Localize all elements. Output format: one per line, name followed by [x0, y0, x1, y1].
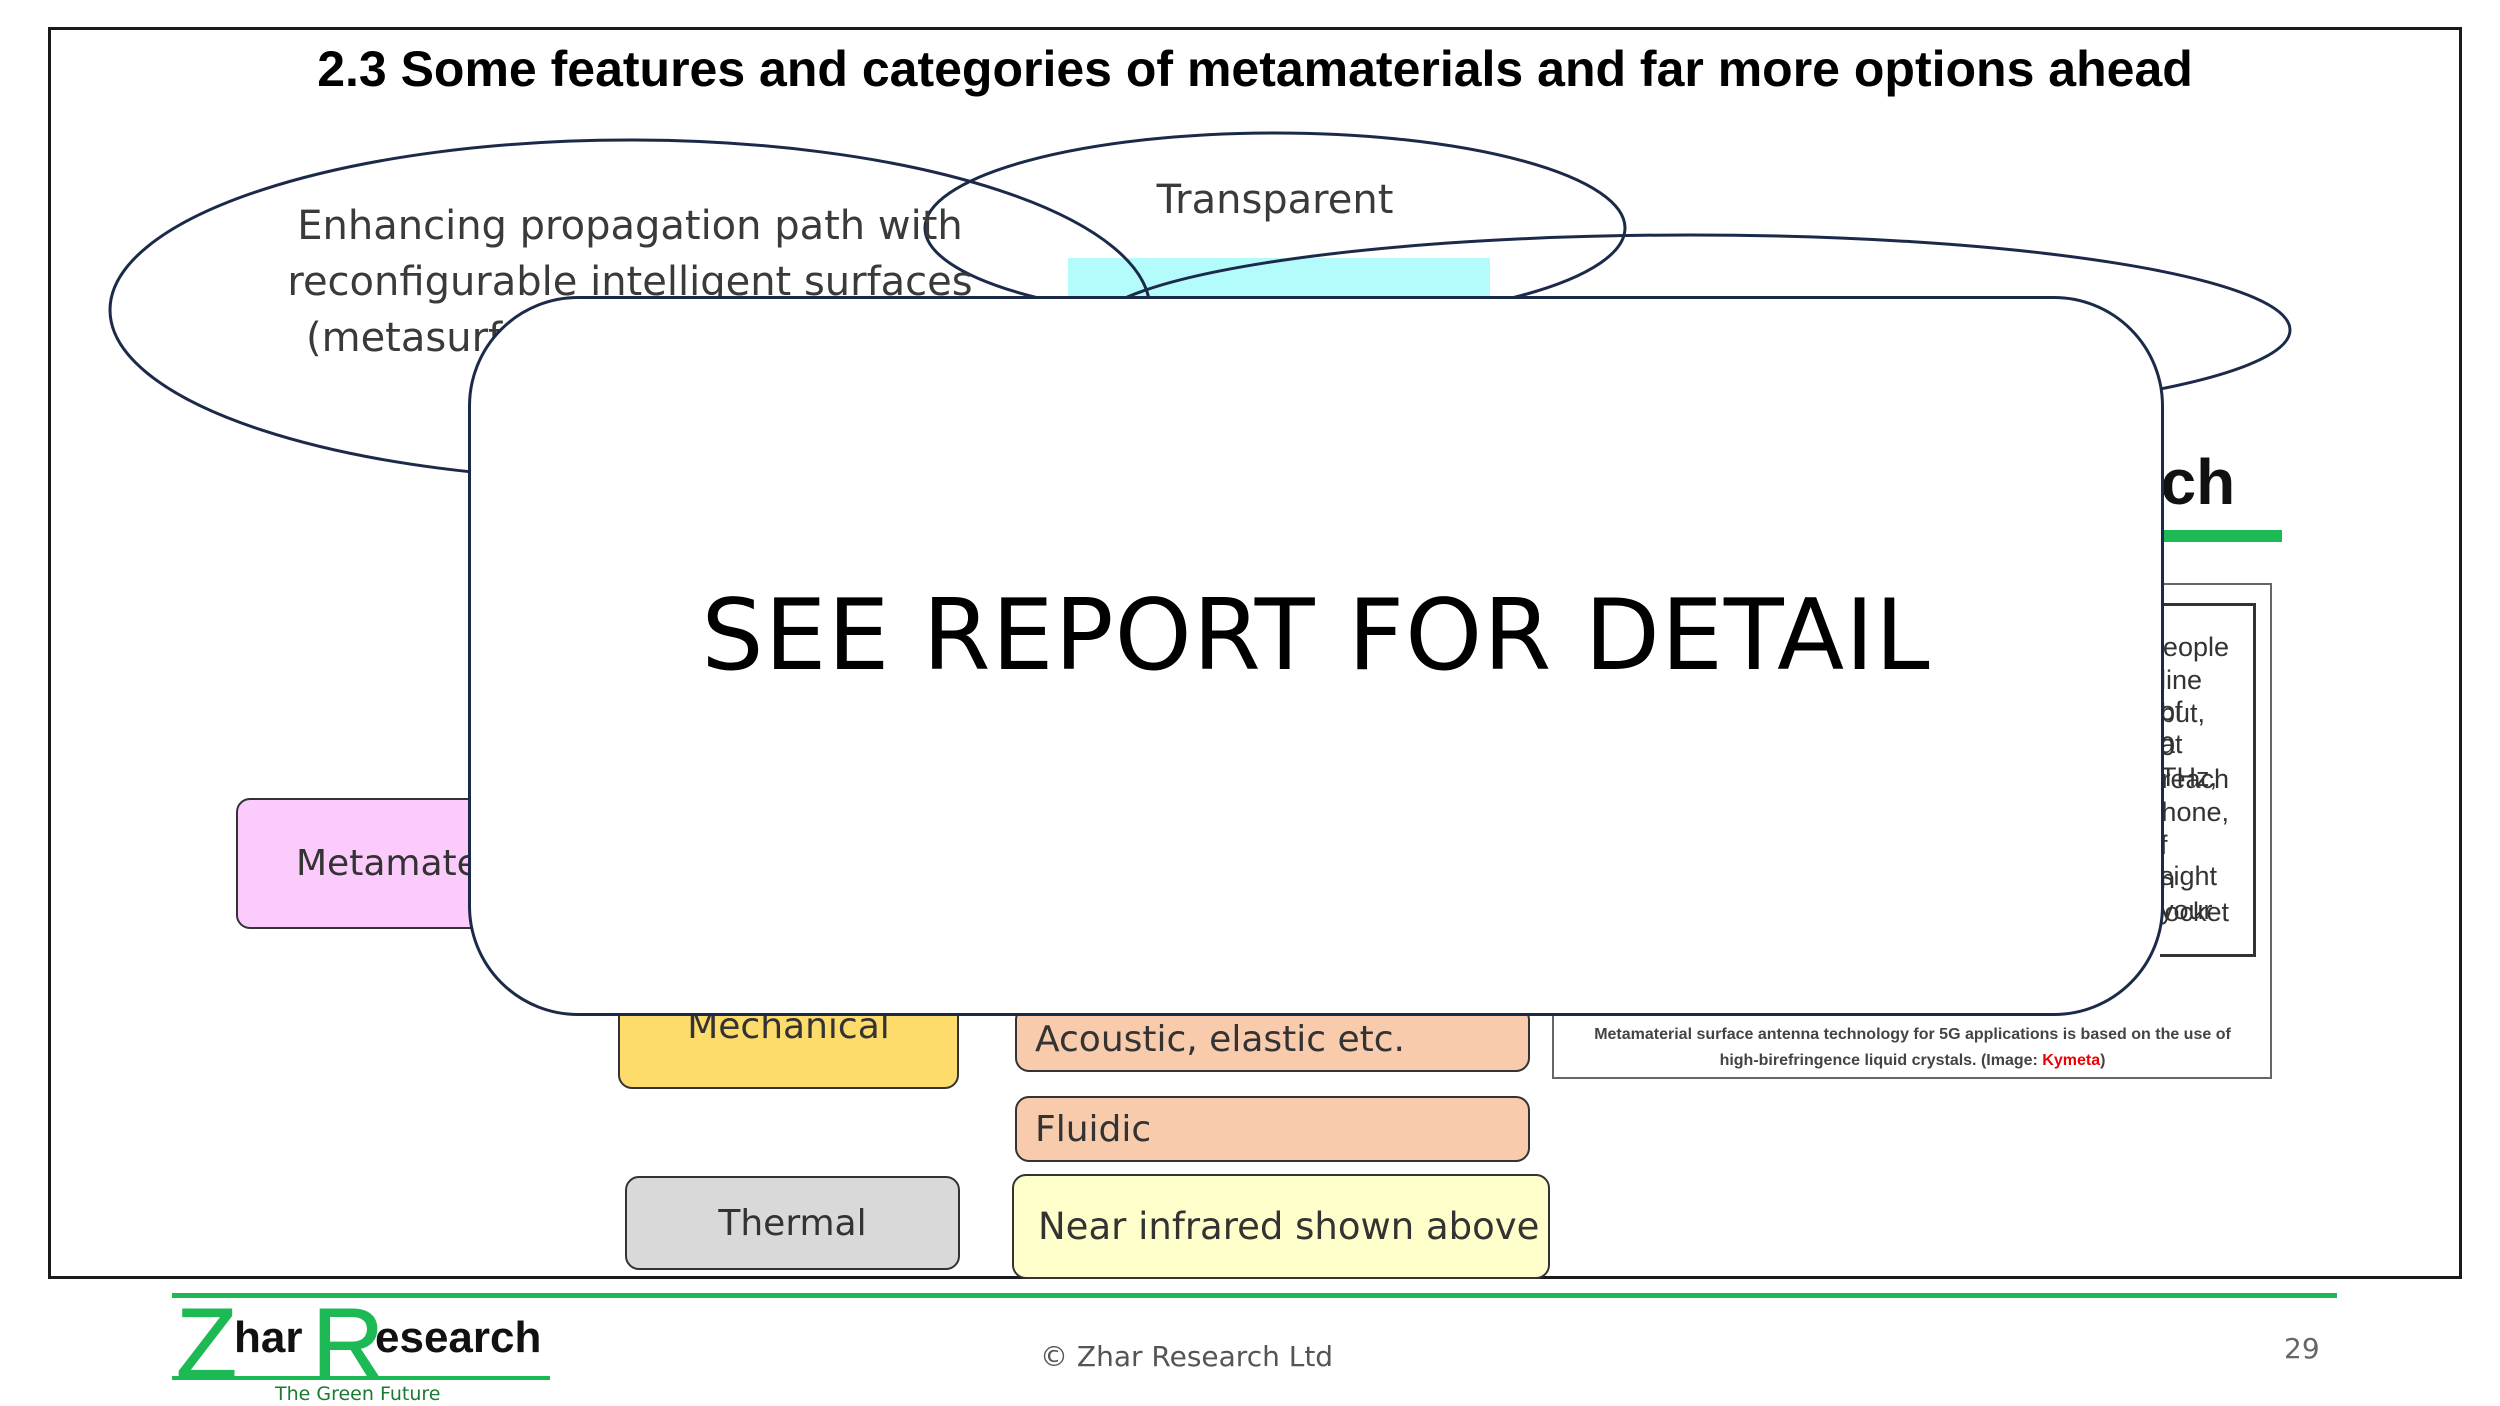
figure-line: reach: [2161, 764, 2229, 794]
near-infrared-box: Near infrared shown above: [1012, 1174, 1550, 1279]
metamaterials-box: Metamate: [236, 798, 496, 929]
cyan-fill-shape: [1068, 258, 1490, 302]
oval-left-line3: (metasurf: [306, 315, 503, 361]
figure-text-panel: People line of but, at 0 THz, reach phon…: [2145, 603, 2256, 957]
figure-caption: Metamaterial surface antenna technology …: [1560, 1022, 2265, 1074]
oval-left-line1: Enhancing propagation path with: [297, 203, 963, 249]
figure-caption-close: ): [2100, 1052, 2106, 1069]
logo-letter-z: Z: [176, 1296, 237, 1400]
figure-caption-line1: Metamaterial surface antenna technology …: [1594, 1026, 2231, 1043]
figure-line: 0 THz,: [2160, 731, 2217, 792]
figure-caption-text: high-birefringence liquid crystals. (Ima…: [1719, 1052, 2043, 1069]
fluidic-label: Fluidic: [1035, 1108, 1152, 1150]
thermal-box: Thermal: [625, 1176, 960, 1270]
metamaterials-label: Metamate: [296, 843, 479, 884]
slide-title: 2.3 Some features and categories of meta…: [317, 41, 2193, 97]
figure-caption-line2: high-birefringence liquid crystals. (Ima…: [1560, 1048, 2265, 1074]
logo-tagline: The Green Future: [274, 1383, 440, 1405]
fluidic-box: Fluidic: [1015, 1096, 1530, 1162]
see-report-overlay: SEE REPORT FOR DETAIL: [468, 296, 2164, 1016]
footer-rule: [172, 1293, 2337, 1298]
figure-line: but, at: [2160, 698, 2206, 759]
near-infrared-label: Near infrared shown above: [1038, 1205, 1540, 1248]
overlay-text: SEE REPORT FOR DETAIL: [701, 579, 1931, 693]
figure-line: f sight: [2160, 830, 2218, 891]
logo-word-har: har: [234, 1313, 302, 1362]
figure-caption-credit: Kymeta: [2042, 1052, 2101, 1069]
acoustic-label: Acoustic, elastic etc.: [1035, 1018, 1406, 1060]
copyright-text: © Zhar Research Ltd: [1040, 1340, 1334, 1373]
oval-top-text: Transparent: [1156, 177, 1394, 223]
zhar-research-logo: Z har R esearch The Green Future: [172, 1296, 550, 1405]
logo-letter-r: R: [312, 1296, 384, 1400]
figure-line: line of: [2160, 665, 2203, 726]
page-number: 29: [2284, 1332, 2320, 1365]
logo-underline: [172, 1376, 550, 1380]
figure-heading-underline: [2160, 530, 2282, 542]
thermal-label: Thermal: [718, 1202, 867, 1244]
logo-word-esearch: esearch: [375, 1313, 541, 1362]
acoustic-box: Acoustic, elastic etc.: [1015, 1006, 1530, 1072]
